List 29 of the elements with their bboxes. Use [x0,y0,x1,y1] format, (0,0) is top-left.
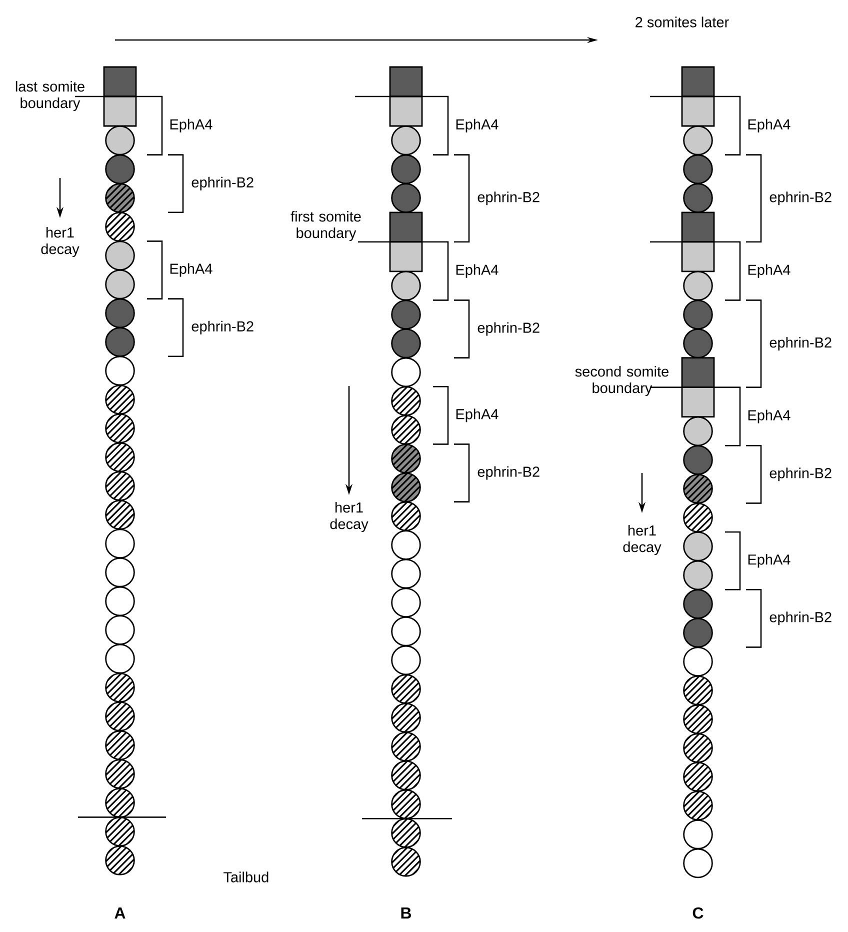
gene-label: EphA4 [748,264,790,278]
annotation-label: Tailbud [224,872,268,882]
annotation-label: her1 decay [41,227,80,258]
panel-letter: B [401,908,412,918]
gene-label: EphA4 [748,410,790,424]
gene-label: ephrin-B2 [192,176,254,190]
gene-label: ephrin-B2 [478,466,540,480]
gene-label: ephrin-B2 [770,468,832,482]
panel-letter: A [114,908,126,918]
gene-label: EphA4 [748,118,790,132]
gene-label: ephrin-B2 [192,320,254,334]
panel-letter: C [692,907,704,919]
annotation-label: her1 decay [330,502,368,532]
gene-label: EphA4 [748,554,790,568]
annotation-label: first somite boundary [290,211,361,242]
annotation-label: second somite boundary [575,366,668,396]
gene-label: ephrin-B2 [478,192,540,206]
gene-label: EphA4 [456,264,498,278]
gene-label: EphA4 [170,263,212,277]
gene-label: ephrin-B2 [770,192,832,206]
annotation-label: last somite boundary [16,81,84,112]
gene-label: ephrin-B2 [770,612,832,626]
gene-label: EphA4 [456,408,498,422]
gene-label: EphA4 [456,118,498,132]
gene-label: ephrin-B2 [478,322,540,336]
gene-label: EphA4 [170,118,212,132]
annotation-label: her1 decay [623,525,662,556]
gene-label: ephrin-B2 [770,337,832,351]
caption-text: 2 somites later [636,16,729,28]
